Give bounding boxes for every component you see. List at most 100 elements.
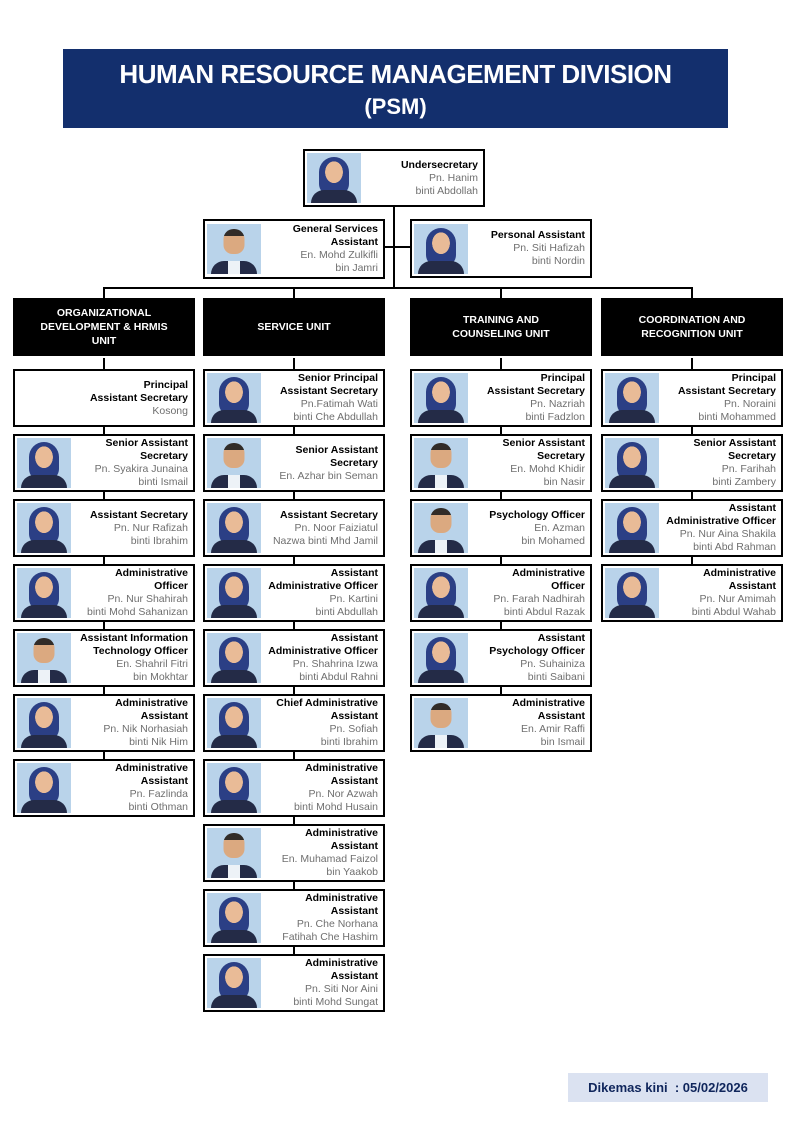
person-box-undersecretary: Undersecretary Pn. Hanim binti Abdollah (303, 149, 485, 207)
position-title: General Services Assistant (292, 223, 378, 248)
person-name: Pn. Suhainiza binti Saibani (520, 658, 585, 683)
position-title: Chief Administrative Assistant (276, 697, 378, 722)
person-name: Pn. Sofiah binti Ibrahim (320, 723, 378, 748)
last-updated-badge: Dikemas kini : 05/02/2026 (568, 1073, 768, 1102)
position-title: Senior Assistant Secretary (105, 437, 188, 462)
position-title: Administrative Assistant (512, 697, 585, 722)
portrait-photo (17, 763, 71, 813)
person-name: Pn. Nur Aina Shakila binti Abd Rahman (679, 528, 776, 553)
person-box: Assistant Secretary Pn. Noor Faiziatul N… (203, 492, 385, 557)
position-title: Administrative Assistant (115, 762, 188, 787)
portrait-photo (414, 223, 468, 274)
connector-assistants-horizontal (385, 246, 410, 248)
person-box-personal-assistant: Personal Assistant Pn. Siti Hafizah bint… (410, 219, 592, 278)
person-box: Administrative Officer Pn. Nur Shahirah … (13, 557, 195, 622)
position-title: Assistant Administrative Officer (268, 632, 378, 657)
person-box: Administrative Assistant Pn. Nik Norhasi… (13, 687, 195, 752)
person-box: Assistant Administrative Officer Pn. Sha… (203, 622, 385, 687)
person-name: Pn. Farihah binti Zambery (712, 463, 776, 488)
position-title: Psychology Officer (489, 508, 585, 521)
position-title: Administrative Assistant (305, 892, 378, 917)
position-title: Assistant Administrative Officer (666, 502, 776, 527)
portrait-photo (207, 438, 261, 488)
person-box: Administrative Assistant Pn. Fazlinda bi… (13, 752, 195, 817)
unit-header: COORDINATION AND RECOGNITION UNIT (601, 298, 783, 356)
person-name: En. Amir Raffi bin Ismail (521, 723, 585, 748)
person-box: Principal Assistant Secretary Kosong (13, 358, 195, 427)
position-title: Administrative Assistant (703, 567, 776, 592)
person-name: Pn. Siti Nor Aini binti Mohd Sungat (293, 983, 378, 1008)
person-name: Pn. Hanim binti Abdollah (415, 171, 478, 197)
portrait-photo (207, 763, 261, 813)
person-box: Principal Assistant Secretary Pn. Norain… (601, 358, 783, 427)
position-title: Assistant Secretary (89, 508, 188, 521)
person-box: Administrative Assistant Pn. Che Norhana… (203, 882, 385, 947)
portrait-photo (207, 958, 261, 1008)
portrait-photo (414, 698, 468, 748)
person-name: Kosong (152, 404, 188, 417)
portrait-photo (207, 893, 261, 943)
person-box: Assistant Secretary Pn. Nur Rafizah bint… (13, 492, 195, 557)
portrait-photo (207, 828, 261, 878)
portrait-photo (207, 224, 261, 274)
person-box: Administrative Officer Pn. Farah Nadhira… (410, 557, 592, 622)
person-box: Chief Administrative Assistant Pn. Sofia… (203, 687, 385, 752)
division-title: HUMAN RESOURCE MANAGEMENT DIVISION (119, 58, 672, 89)
position-title: Assistant Psychology Officer (489, 632, 585, 657)
person-box: Principal Assistant Secretary Pn. Nazria… (410, 358, 592, 427)
unit-column-training-counseling: TRAINING AND COUNSELING UNIT Principal A… (410, 298, 592, 752)
person-box: Administrative Assistant Pn. Siti Nor Ai… (203, 947, 385, 1012)
last-updated-text: Dikemas kini : 05/02/2026 (588, 1080, 748, 1095)
portrait-photo (207, 633, 261, 683)
position-title: Administrative Assistant (305, 957, 378, 982)
portrait-photo (207, 568, 261, 618)
position-title: Senior Principal Assistant Secretary (279, 372, 378, 397)
portrait-photo (605, 503, 659, 553)
person-box: Senior Principal Assistant Secretary Pn.… (203, 358, 385, 427)
person-name: Pn.Fatimah Wati binti Che Abdullah (293, 398, 378, 423)
person-box: Administrative Assistant Pn. Nor Azwah b… (203, 752, 385, 817)
position-title: Senior Assistant Secretary (693, 437, 776, 462)
person-name: Pn. Nur Amimah binti Abdul Wahab (691, 593, 776, 618)
person-name: Pn. Noor Faiziatul Nazwa binti Mhd Jamil (272, 521, 378, 547)
position-title: Personal Assistant (490, 229, 585, 241)
person-box: Assistant Information Technology Officer… (13, 622, 195, 687)
person-name: Pn. Siti Hafizah binti Nordin (513, 242, 585, 267)
portrait-photo (17, 438, 71, 488)
person-name: Pn. Nor Azwah binti Mohd Husain (293, 788, 378, 813)
position-title: Principal Assistant Secretary (486, 372, 585, 397)
position-title: Assistant Secretary (279, 508, 378, 521)
connector-tick-unit-3 (500, 287, 502, 299)
portrait-photo (605, 373, 659, 423)
person-name: Pn. Farah Nadhirah binti Abdul Razak (493, 593, 585, 618)
portrait-photo (17, 568, 71, 618)
position-title: Principal Assistant Secretary (677, 372, 776, 397)
portrait-photo (414, 438, 468, 488)
person-box: Administrative Assistant En. Amir Raffi … (410, 687, 592, 752)
unit-header: SERVICE UNIT (203, 298, 385, 356)
unit-column-organizational-development: ORGANIZATIONAL DEVELOPMENT & HRMIS UNIT … (13, 298, 195, 817)
person-name: Pn. Noraini binti Mohammed (698, 398, 776, 423)
division-abbreviation: (PSM) (364, 93, 427, 119)
portrait-photo (414, 373, 468, 423)
person-box: Senior Assistant Secretary En. Azhar bin… (203, 427, 385, 492)
portrait-photo (605, 438, 659, 488)
portrait-photo (605, 568, 659, 618)
person-box: Assistant Psychology Officer Pn. Suhaini… (410, 622, 592, 687)
person-name: Pn. Nur Rafizah binti Ibrahim (113, 521, 188, 547)
portrait-photo (414, 568, 468, 618)
unit-column-coordination-recognition: COORDINATION AND RECOGNITION UNIT Princi… (601, 298, 783, 622)
connector-tick-unit-4 (691, 287, 693, 299)
person-box-general-services-assistant: General Services Assistant En. Mohd Zulk… (203, 219, 385, 279)
connector-tick-unit-2 (293, 287, 295, 299)
position-title: Principal Assistant Secretary (89, 378, 188, 404)
person-name: Pn. Nur Shahirah binti Mohd Sahanizan (87, 593, 188, 618)
connector-tick-unit-1 (103, 287, 105, 299)
portrait-photo (207, 503, 261, 553)
position-title: Administrative Assistant (305, 827, 378, 852)
position-title: Administrative Assistant (305, 762, 378, 787)
person-name: Pn. Fazlinda binti Othman (128, 788, 188, 813)
person-name: En. Mohd Zulkifli bin Jamri (300, 249, 378, 274)
portrait-photo (17, 698, 71, 748)
